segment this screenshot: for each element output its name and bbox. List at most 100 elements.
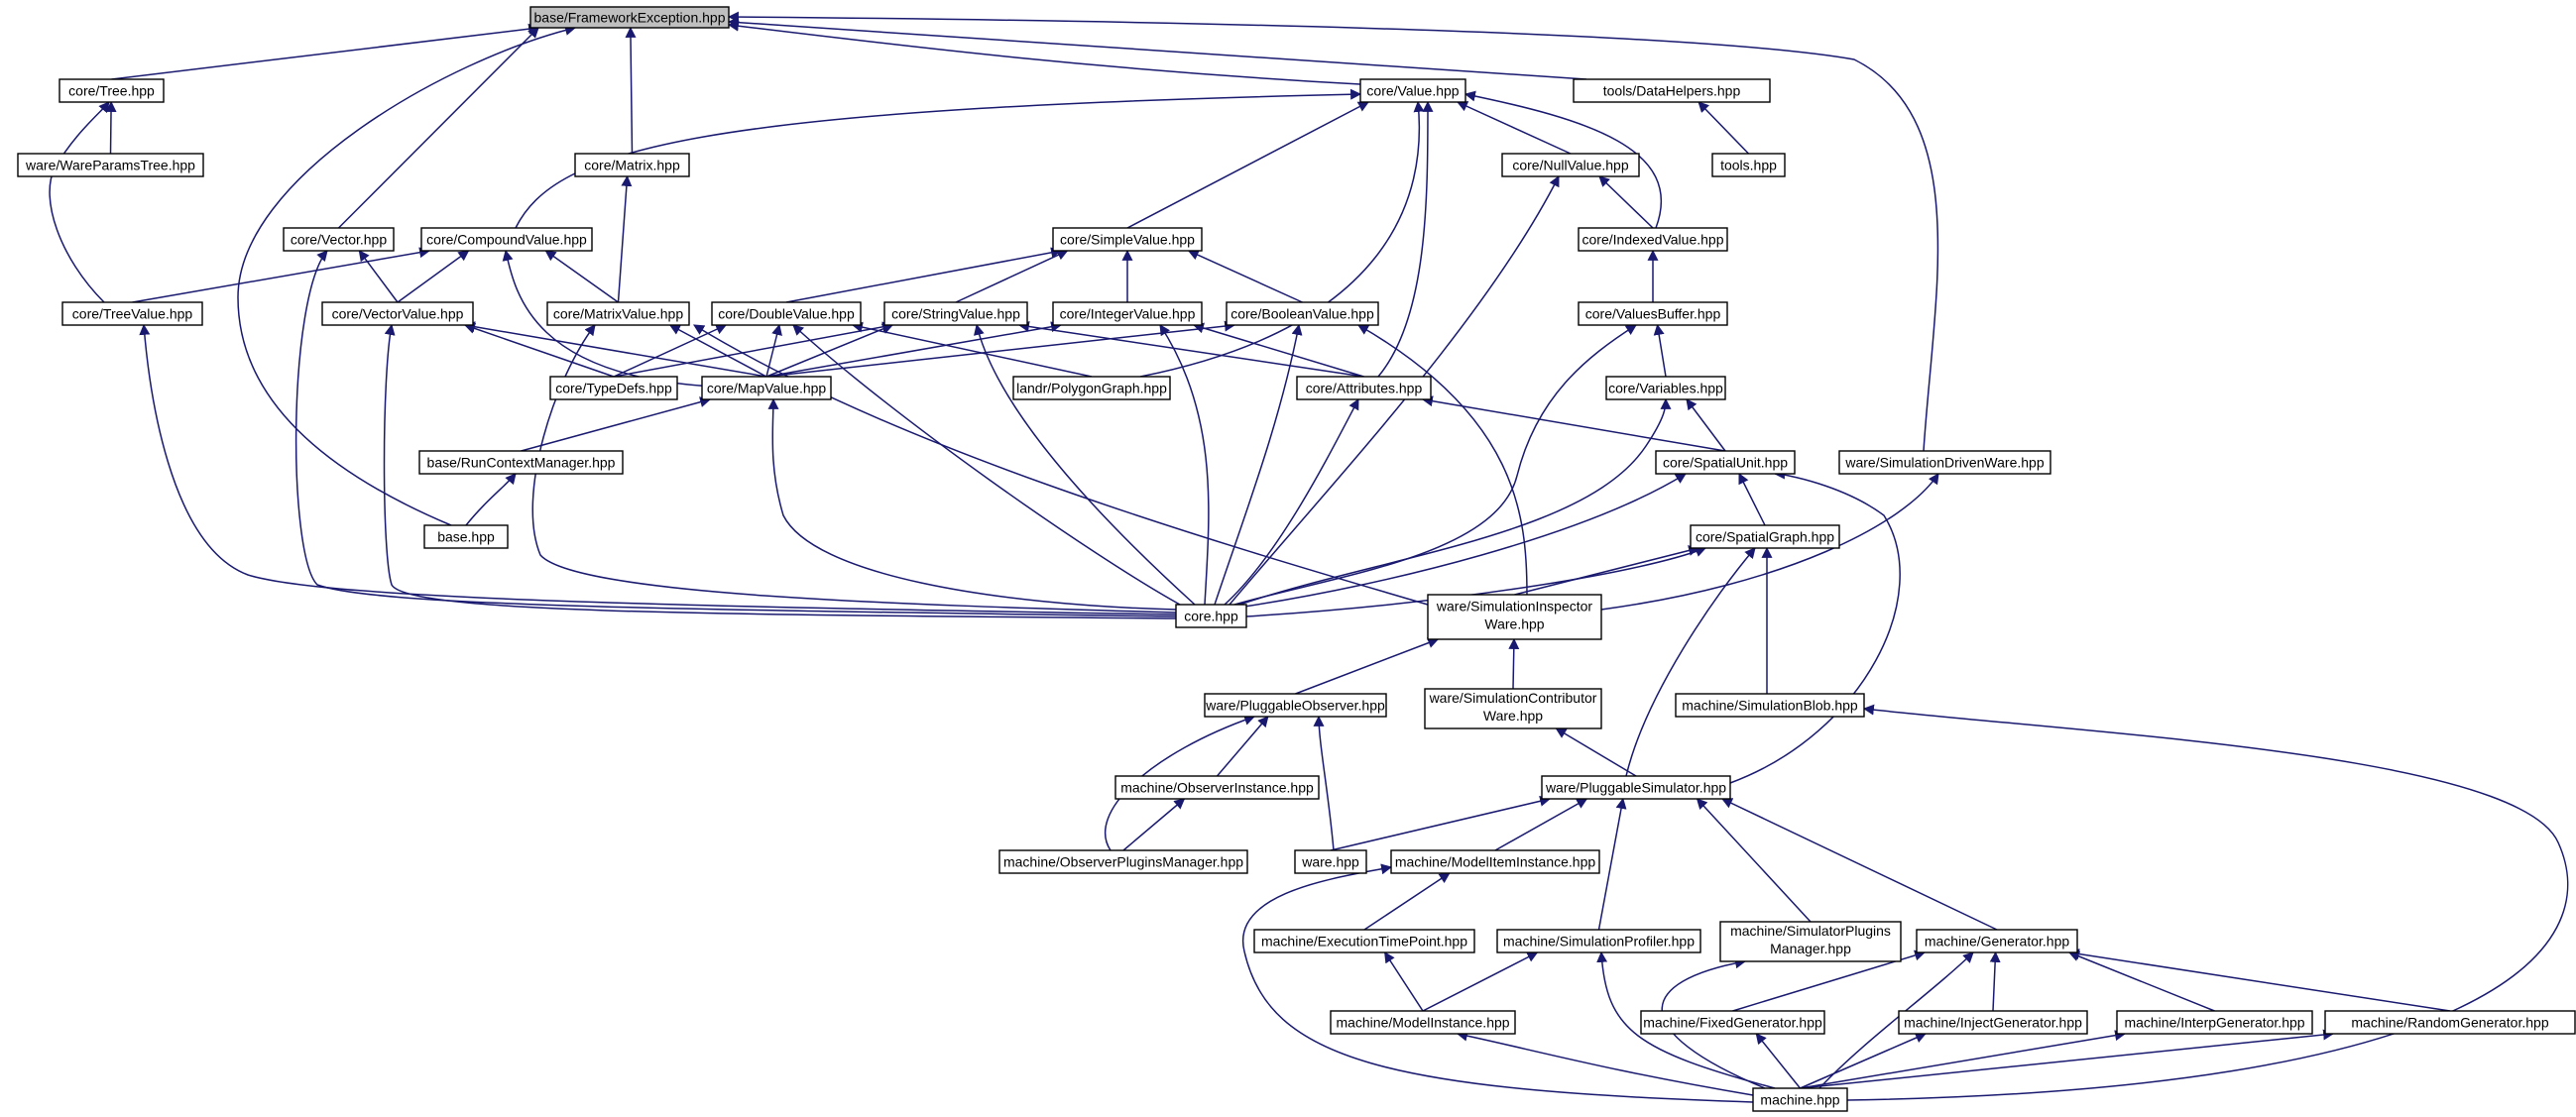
node-base[interactable]: base.hpp <box>423 524 509 549</box>
node-nullvalue[interactable]: core/NullValue.hpp <box>1501 153 1640 177</box>
node-label: machine/SimulationProfiler.hpp <box>1503 934 1695 949</box>
edge-machine-to-fixedgenerator <box>1755 1033 1802 1089</box>
node-ware[interactable]: ware.hpp <box>1294 849 1367 874</box>
node-frameworkexception[interactable]: base/FrameworkException.hpp <box>529 6 730 29</box>
node-label: core/Variables.hpp <box>1608 381 1723 396</box>
node-simulationdrivenware[interactable]: ware/SimulationDrivenWare.hpp <box>1838 450 2051 475</box>
edge-simulationprofiler-to-pluggablesimulator <box>1597 797 1627 931</box>
node-generator[interactable]: machine/Generator.hpp <box>1916 929 2078 953</box>
edge-matrix-to-frameworkexception <box>625 26 637 155</box>
node-box <box>1359 78 1466 103</box>
node-treevalue[interactable]: core/TreeValue.hpp <box>61 301 203 326</box>
node-label: base.hpp <box>437 529 495 545</box>
node-matrix[interactable]: core/Matrix.hpp <box>574 153 690 177</box>
node-vectorvalue[interactable]: core/VectorValue.hpp <box>321 301 474 326</box>
node-label: machine.hpp <box>1760 1092 1839 1108</box>
edge-attributes-to-stringvalue <box>1017 321 1364 378</box>
edge-core-to-attributes <box>1224 398 1359 606</box>
node-layer: base/FrameworkException.hpp core/Tree.hpp… <box>17 6 2576 1112</box>
edge-inspectorware-to-booleanvalue <box>1357 324 1528 596</box>
node-observerinstance[interactable]: machine/ObserverInstance.hpp <box>1114 775 1320 800</box>
node-label: machine/Generator.hpp <box>1925 934 2070 949</box>
edge-mapvalue-to-vectorvalue <box>463 321 767 378</box>
edge-spatialgraph-to-spatialunit <box>1738 473 1766 526</box>
edge-matrixvalue-to-compoundvalue <box>544 250 619 303</box>
edge-interpgenerator-to-generator <box>2067 950 2215 1012</box>
node-spatialunit[interactable]: core/SpatialUnit.hpp <box>1655 450 1796 475</box>
node-box <box>1719 921 1902 962</box>
node-valuesbuffer[interactable]: core/ValuesBuffer.hpp <box>1578 301 1728 326</box>
edge-vectorvalue-to-vector <box>358 250 399 303</box>
node-box <box>1296 376 1432 400</box>
node-label: machine/RandomGenerator.hpp <box>2351 1015 2548 1031</box>
edge-observerpluginsmanager-to-observerinstance <box>1122 798 1186 851</box>
node-value[interactable]: core/Value.hpp <box>1359 78 1466 103</box>
node-indexedvalue[interactable]: core/IndexedValue.hpp <box>1578 227 1728 252</box>
node-observerpluginsmanager[interactable]: machine/ObserverPluginsManager.hpp <box>998 849 1248 874</box>
node-tree[interactable]: core/Tree.hpp <box>59 78 165 103</box>
node-box <box>1640 1010 1825 1035</box>
node-box <box>1052 227 1203 252</box>
node-core[interactable]: core.hpp <box>1175 604 1247 628</box>
node-label: machine/SimulationBlob.hpp <box>1682 698 1858 714</box>
node-variables[interactable]: core/Variables.hpp <box>1605 376 1726 400</box>
edge-indexedvalue-to-nullvalue <box>1598 175 1654 229</box>
node-label: ware/SimulationContributor <box>1429 690 1597 706</box>
node-pluggablesimulator[interactable]: ware/PluggableSimulator.hpp <box>1541 775 1731 800</box>
node-datahelpers[interactable]: tools/DataHelpers.hpp <box>1573 78 1771 103</box>
edge-ware-to-pluggablesimulator <box>1330 795 1552 851</box>
node-compoundvalue[interactable]: core/CompoundValue.hpp <box>420 227 593 252</box>
node-doublevalue[interactable]: core/DoubleValue.hpp <box>711 301 862 326</box>
node-machine[interactable]: machine.hpp <box>1752 1087 1848 1112</box>
node-injectgenerator[interactable]: machine/InjectGenerator.hpp <box>1898 1010 2088 1035</box>
node-modelinstance[interactable]: machine/ModelInstance.hpp <box>1330 1010 1516 1035</box>
node-box <box>1573 78 1771 103</box>
node-integervalue[interactable]: core/IntegerValue.hpp <box>1052 301 1203 326</box>
node-mapvalue[interactable]: core/MapValue.hpp <box>701 376 832 400</box>
node-box <box>1424 688 1602 729</box>
edge-pluggableobserver-to-inspectorware <box>1295 637 1440 695</box>
node-box <box>1052 301 1203 326</box>
edge-machine-to-simulationprofiler <box>1596 950 1776 1089</box>
node-wareparamstree[interactable]: ware/WareParamsTree.hpp <box>17 153 204 177</box>
node-vector[interactable]: core/Vector.hpp <box>283 227 395 252</box>
node-matrixvalue[interactable]: core/MatrixValue.hpp <box>546 301 690 326</box>
node-simulationprofiler[interactable]: machine/SimulationProfiler.hpp <box>1496 929 1701 953</box>
node-modeliteminstance[interactable]: machine/ModelItemInstance.hpp <box>1390 849 1600 874</box>
node-box <box>1427 594 1602 640</box>
node-randomgenerator[interactable]: machine/RandomGenerator.hpp <box>2324 1010 2576 1035</box>
node-tools[interactable]: tools.hpp <box>1711 153 1786 177</box>
edge-spatialunit-to-variables <box>1686 398 1726 452</box>
node-typedefs[interactable]: core/TypeDefs.hpp <box>549 376 678 400</box>
node-box <box>59 78 165 103</box>
edge-core-to-matrixvalue <box>531 324 1177 614</box>
node-attributes[interactable]: core/Attributes.hpp <box>1296 376 1432 400</box>
node-stringvalue[interactable]: core/StringValue.hpp <box>883 301 1028 326</box>
edge-value-to-frameworkexception <box>727 20 1361 85</box>
edge-tools-to-datahelpers <box>1698 101 1750 155</box>
node-fixedgenerator[interactable]: machine/FixedGenerator.hpp <box>1640 1010 1825 1035</box>
edge-core-to-spatialunit <box>1243 473 1687 608</box>
node-executiontimepoint[interactable]: machine/ExecutionTimePoint.hpp <box>1253 929 1475 953</box>
node-box <box>321 301 474 326</box>
edge-inspectorware-to-simulationdrivenware <box>1600 473 1939 611</box>
node-box <box>1501 153 1640 177</box>
node-simulationblob[interactable]: machine/SimulationBlob.hpp <box>1675 693 1865 718</box>
node-simplevalue[interactable]: core/SimpleValue.hpp <box>1052 227 1203 252</box>
edge-core-to-mapvalue <box>767 397 1177 611</box>
node-label: core/Matrix.hpp <box>584 158 680 173</box>
node-polygongraph[interactable]: landr/PolygonGraph.hpp <box>1012 376 1171 400</box>
node-label: ware/PluggableSimulator.hpp <box>1545 780 1726 796</box>
node-booleanvalue[interactable]: core/BooleanValue.hpp <box>1226 301 1379 326</box>
node-interpgenerator[interactable]: machine/InterpGenerator.hpp <box>2116 1010 2313 1035</box>
node-label: core/Attributes.hpp <box>1306 381 1423 396</box>
edge-base-to-runcontextmanager <box>465 473 517 526</box>
node-label: ware/SimulationDrivenWare.hpp <box>1844 455 2044 471</box>
node-box <box>1578 301 1728 326</box>
node-spatialgraph[interactable]: core/SpatialGraph.hpp <box>1690 524 1840 549</box>
node-runcontextmanager[interactable]: base/RunContextManager.hpp <box>418 450 624 475</box>
node-pluggableobserver[interactable]: ware/PluggableObserver.hpp <box>1204 693 1387 718</box>
